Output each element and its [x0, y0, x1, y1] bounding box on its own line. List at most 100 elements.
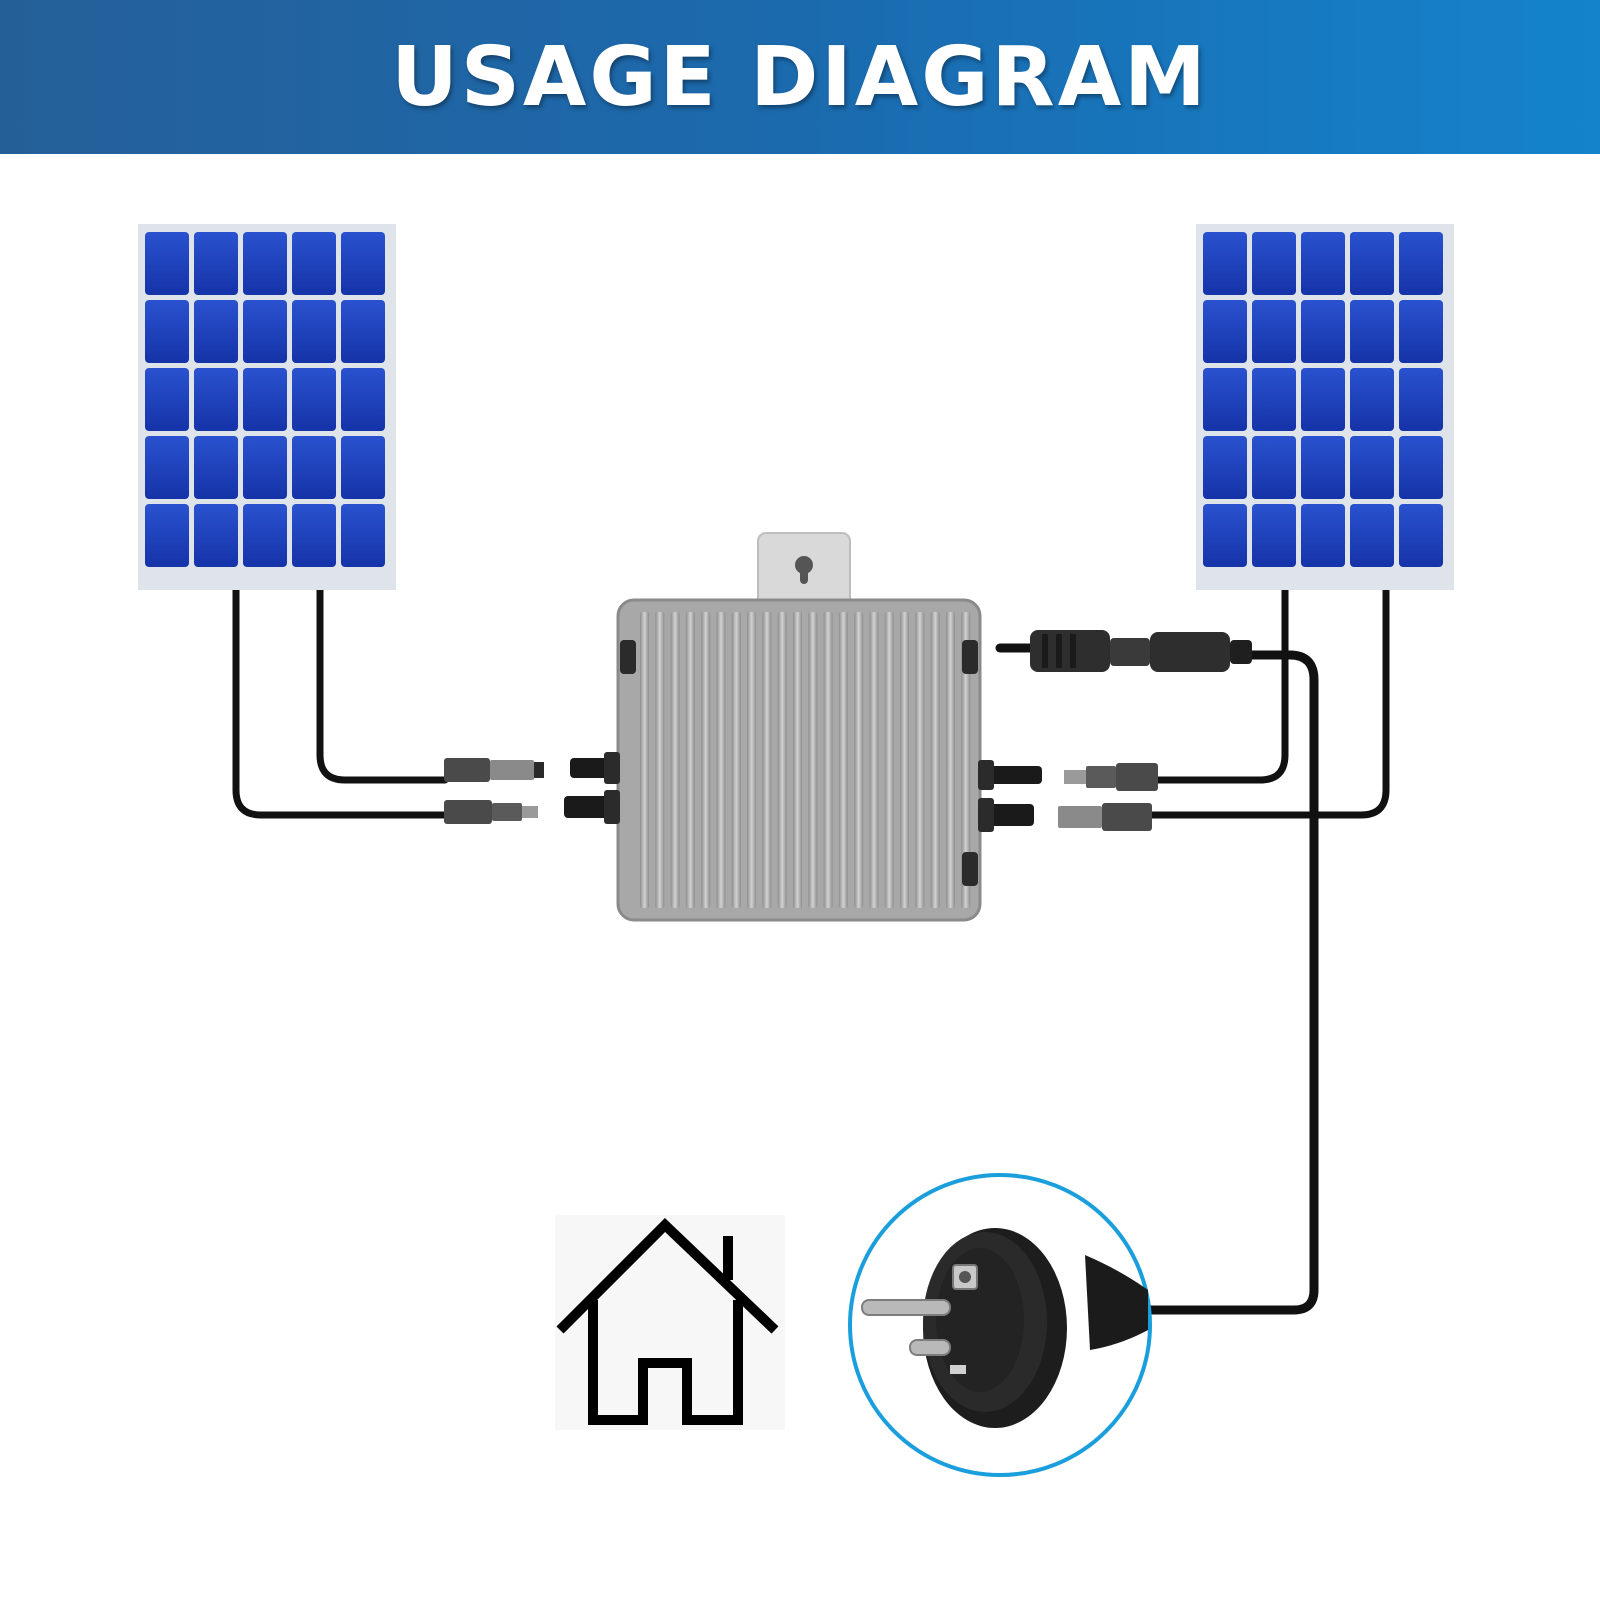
solar-cell	[145, 504, 189, 567]
heatsink-fin	[731, 612, 741, 908]
heatsink-fin	[793, 612, 802, 908]
solar-cell	[243, 504, 287, 567]
ac-cable	[995, 643, 1319, 1315]
solar-cell	[292, 368, 336, 431]
solar-cell	[1203, 300, 1247, 363]
solar-cell	[341, 504, 385, 567]
inverter-dc-port-left-top	[570, 752, 620, 784]
mc4-connector-icon	[444, 758, 490, 782]
solar-cell	[1350, 368, 1394, 431]
mc4-connector-icon	[444, 800, 492, 824]
heatsink-fin	[777, 612, 787, 908]
plug-pin	[909, 1339, 951, 1356]
solar-cell	[1203, 232, 1247, 295]
heatsink-fin	[838, 612, 848, 908]
solar-cell	[1350, 232, 1394, 295]
schuko-plug	[848, 1173, 1152, 1477]
solar-cell	[1301, 232, 1345, 295]
dc-cables-left	[232, 586, 449, 819]
heatsink-fin	[701, 612, 711, 908]
schuko-plug-icon	[861, 1228, 1148, 1428]
ac-connector	[1030, 630, 1252, 672]
dc-cables-right	[1146, 586, 1390, 819]
heatsink-fin	[869, 612, 879, 908]
solar-cell	[341, 232, 385, 295]
solar-cell	[1301, 368, 1345, 431]
solar-cell	[194, 436, 238, 499]
solar-cell	[145, 300, 189, 363]
mc4-connector-right-bottom	[1058, 803, 1152, 831]
solar-cell	[1301, 504, 1345, 567]
heatsink-fin	[685, 612, 695, 908]
solar-cell	[341, 300, 385, 363]
solar-cell	[145, 436, 189, 499]
solar-cell	[1399, 300, 1443, 363]
inverter-dc-port-right-bottom	[978, 798, 1034, 832]
mounting-lug	[620, 640, 636, 674]
solar-cell	[145, 232, 189, 295]
solar-cell	[1301, 436, 1345, 499]
house-icon	[556, 1218, 779, 1425]
solar-cell	[243, 436, 287, 499]
mounting-lug	[962, 852, 978, 886]
heatsink-fins	[640, 612, 971, 908]
plug-pin	[861, 1299, 951, 1316]
solar-panel-left	[138, 224, 396, 590]
solar-cell	[1203, 436, 1247, 499]
mc4-connector-icon	[1058, 806, 1102, 828]
page-title: USAGE DIAGRAM	[391, 29, 1209, 125]
heatsink-fin	[808, 612, 818, 908]
solar-cell	[341, 368, 385, 431]
solar-cell	[194, 504, 238, 567]
heatsink-fin	[915, 612, 925, 908]
panel-cells	[145, 232, 385, 567]
solar-cell	[292, 232, 336, 295]
solar-cell	[341, 436, 385, 499]
mc4-connector-icon	[1064, 770, 1086, 784]
solar-cell	[194, 300, 238, 363]
heatsink-fin	[716, 612, 726, 908]
ground-clip	[950, 1365, 966, 1374]
solar-cell	[1252, 504, 1296, 567]
solar-cell	[1203, 368, 1247, 431]
heatsink-fin	[854, 612, 864, 908]
heatsink-fin	[961, 612, 971, 908]
solar-cell	[243, 300, 287, 363]
solar-cell	[1252, 368, 1296, 431]
solar-cell	[1399, 436, 1443, 499]
solar-cell	[1252, 436, 1296, 499]
heatsink-fin	[884, 612, 894, 908]
solar-cell	[1252, 232, 1296, 295]
heatsink-fin	[655, 612, 665, 908]
heatsink-fin	[747, 612, 757, 908]
solar-cell	[292, 436, 336, 499]
microinverter	[564, 532, 1042, 922]
header-banner: USAGE DIAGRAM	[0, 0, 1600, 154]
solar-cell	[1399, 504, 1443, 567]
solar-cell	[1252, 300, 1296, 363]
solar-cell	[292, 300, 336, 363]
heatsink-fin	[762, 612, 772, 908]
mc4-connector-left-bottom	[444, 800, 538, 824]
solar-cell	[1399, 368, 1443, 431]
solar-cell	[1350, 300, 1394, 363]
solar-cell	[1301, 300, 1345, 363]
heatsink-fin	[670, 612, 680, 908]
inverter-dc-port-right-top	[978, 760, 1042, 790]
solar-cell	[1399, 232, 1443, 295]
inverter-dc-port-left-bottom	[564, 790, 620, 824]
heatsink-fin	[640, 612, 649, 908]
solar-cell	[145, 368, 189, 431]
heatsink-fin	[823, 612, 833, 908]
solar-cell	[292, 504, 336, 567]
mc4-connector-left-top	[444, 758, 544, 782]
mounting-bracket	[757, 532, 851, 609]
heatsink-fin	[900, 612, 910, 908]
solar-cell	[243, 368, 287, 431]
house	[555, 1215, 785, 1430]
solar-panel-right	[1196, 224, 1454, 590]
solar-cell	[194, 368, 238, 431]
panel-cells	[1203, 232, 1443, 567]
solar-cell	[194, 232, 238, 295]
